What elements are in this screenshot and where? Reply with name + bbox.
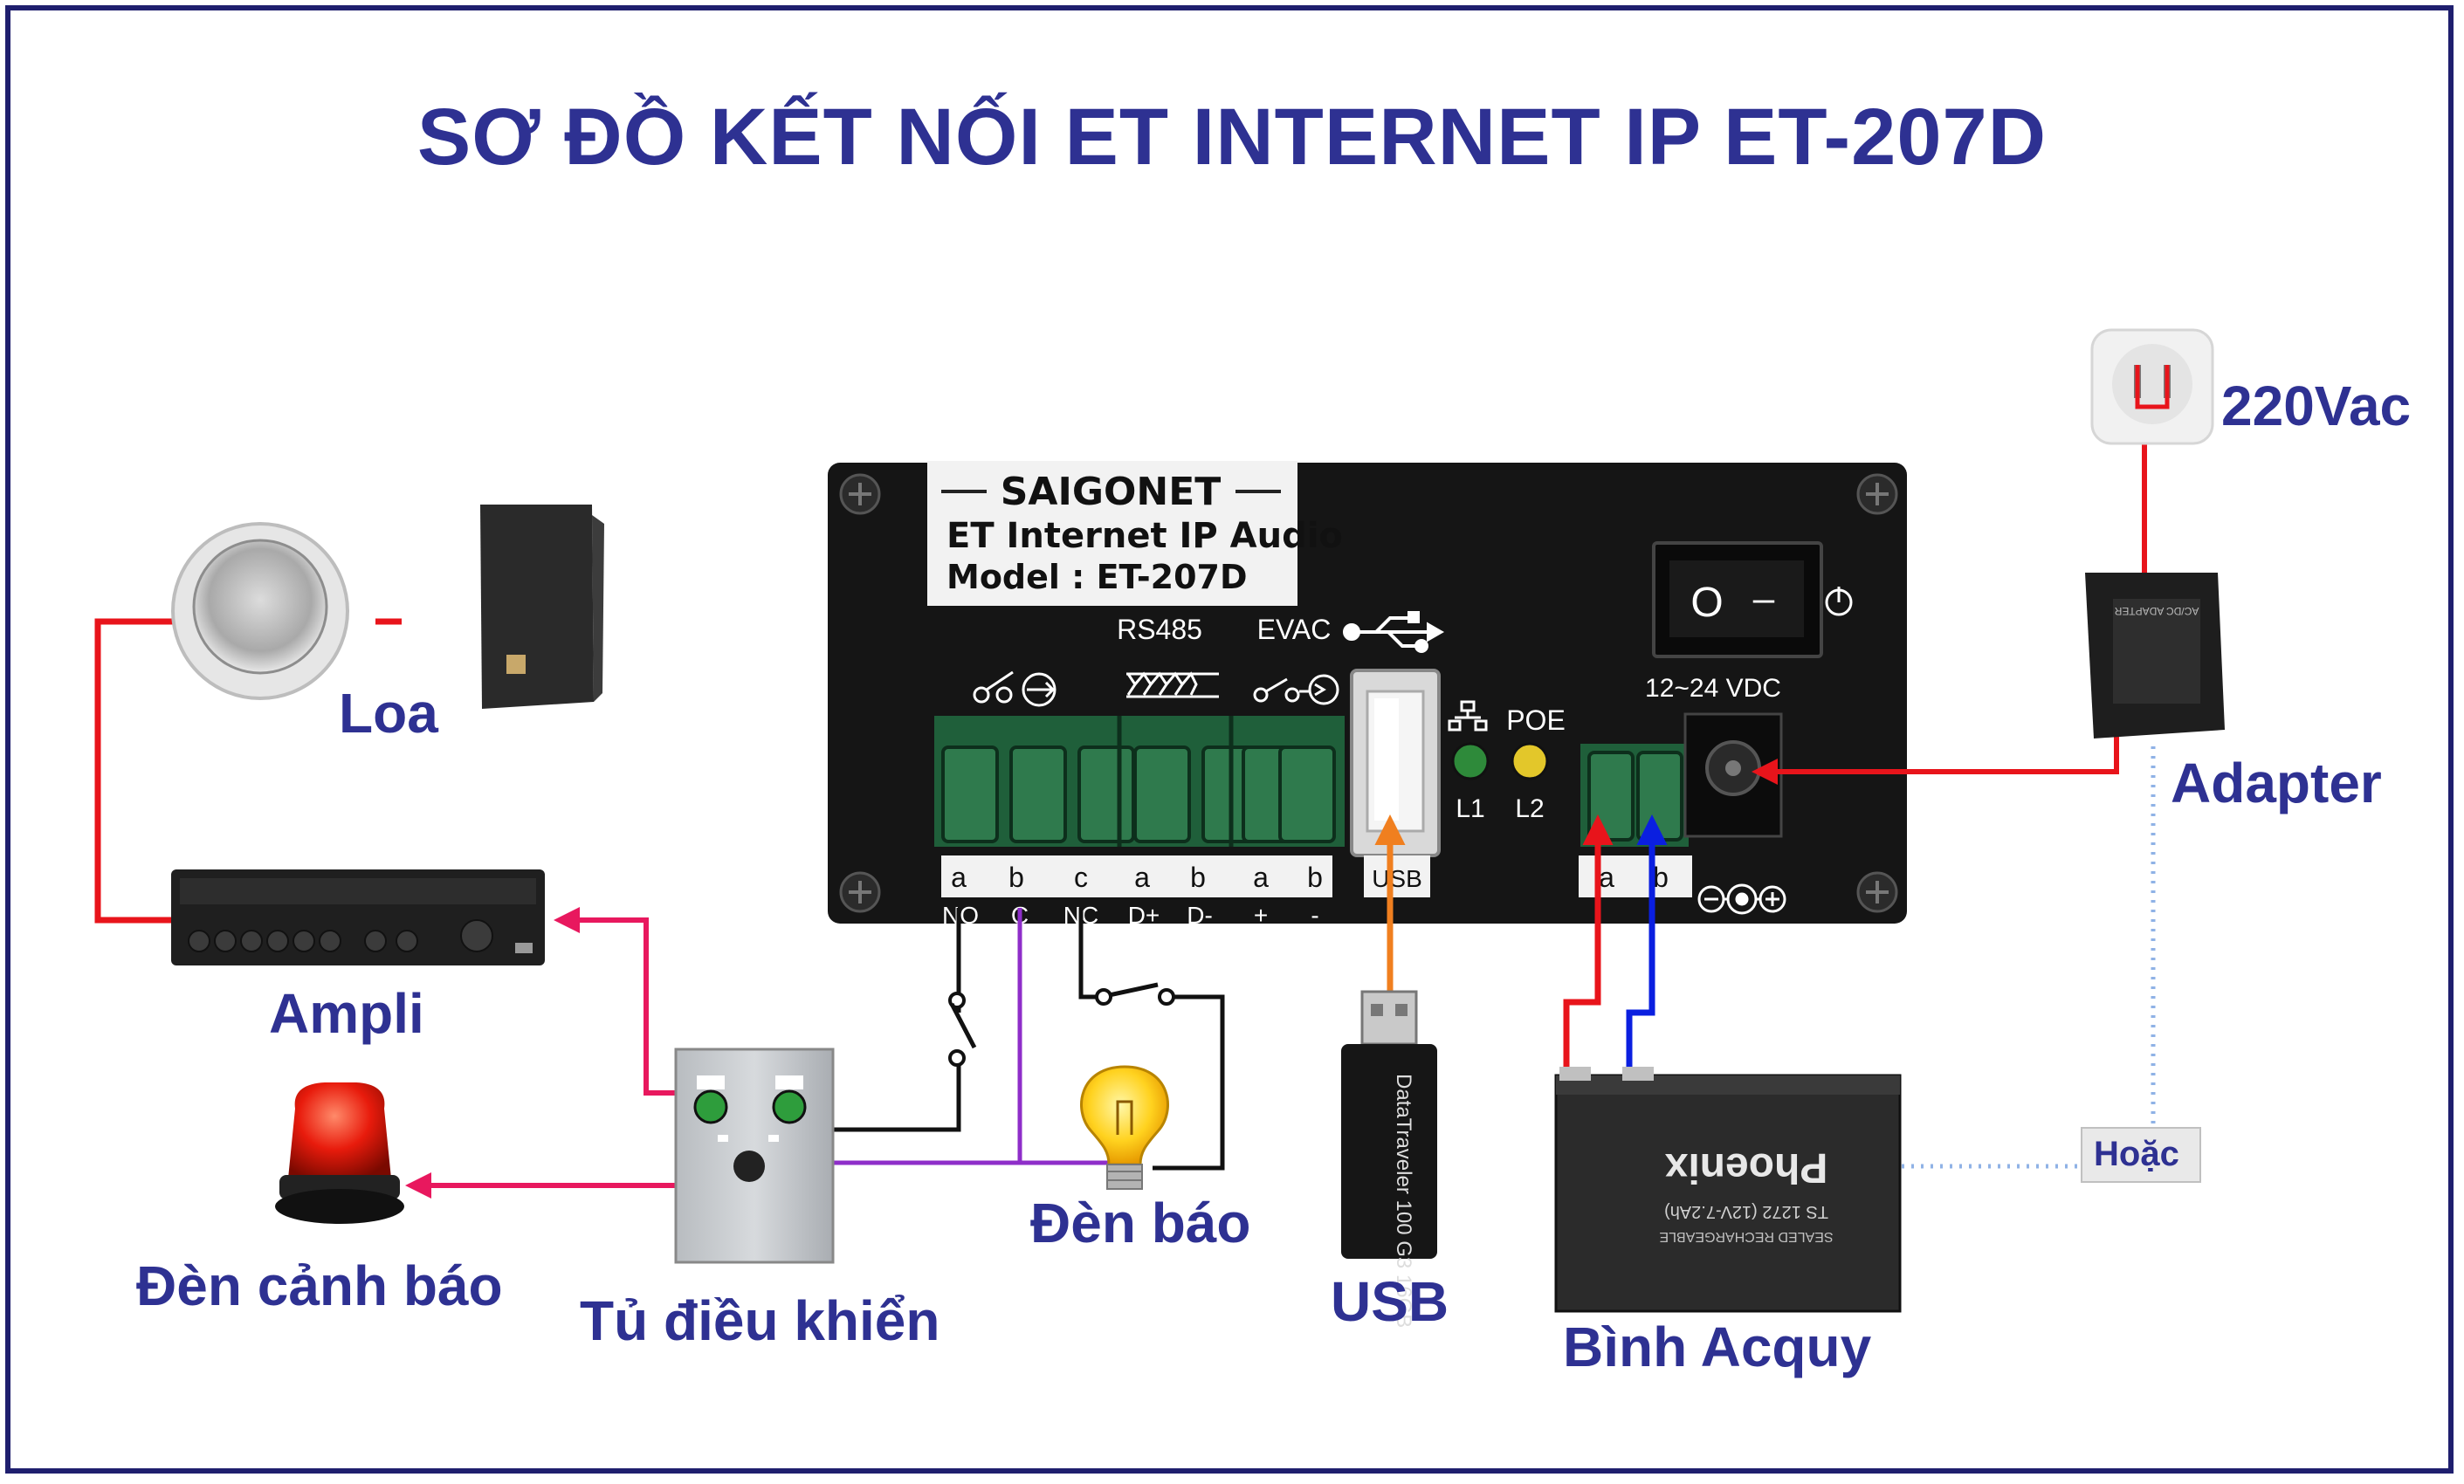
or-label-box (2081, 1127, 2201, 1183)
selector-knob (733, 1151, 765, 1182)
diagram-border (5, 5, 2454, 1474)
pin-rs485-dplus: D+ (1128, 902, 1160, 929)
amplifier (171, 869, 545, 965)
adapter-marking: AC/DC ADAPTER (2114, 605, 2199, 617)
control-box (674, 1048, 835, 1264)
pin-relay-b: b (1008, 862, 1024, 893)
usb-symbol-icon (1343, 611, 1445, 653)
usb-drive-model: DataTraveler 100 G3 16GB (1392, 1074, 1415, 1328)
wall-speaker (480, 505, 604, 709)
pin-evac-b: b (1307, 862, 1323, 893)
power-adapter: AC/DC ADAPTER (2085, 573, 2225, 739)
network-icon (1448, 700, 1488, 732)
et-207d-device: SAIGONET ET Internet IP Audio Model : ET… (828, 461, 1907, 929)
pin-relay-c: c (1074, 862, 1088, 893)
label-den-bao: Đèn báo (1030, 1192, 1251, 1254)
control-on-button-2 (772, 1089, 807, 1124)
pin-rs485-b: b (1190, 862, 1206, 893)
switch-contact-icon (949, 1002, 977, 1049)
wall-socket (2090, 328, 2214, 445)
pin-relay-a: a (951, 862, 967, 893)
device-product: ET Internet IP Audio (946, 516, 1343, 556)
rs485-symbol-icon (1126, 671, 1219, 698)
evac-caption: EVAC (1257, 614, 1332, 645)
device-brand: SAIGONET (1001, 470, 1222, 514)
relay-symbol-icon (973, 670, 1056, 707)
battery-line2: SEALED RECHARGEABLE (1659, 1229, 1833, 1244)
pin-rs485-dminus: D- (1187, 902, 1213, 929)
pin-evac-plus: + (1254, 902, 1268, 929)
pin-strip-usb (1364, 855, 1430, 897)
label-loa: Loa (339, 682, 438, 745)
wire-adapter-dc (1752, 737, 2119, 785)
model-label-plate (927, 461, 1297, 606)
pin-usb: USB (1372, 865, 1422, 892)
pin-strip-signal (941, 855, 1332, 897)
label-adapter: Adapter (2171, 752, 2382, 814)
wire-battery-plus (1563, 814, 1614, 1074)
rs485-caption: RS485 (1117, 614, 1202, 645)
label-220vac: 220Vac (2221, 374, 2412, 437)
battery-brand: Phoenix (1664, 1144, 1827, 1191)
power-icon (1825, 587, 1853, 616)
usb-flash-drive: DataTraveler 100 G3 16GB (1341, 990, 1437, 1328)
wire-control-ampli (554, 907, 676, 1096)
led2-caption: L2 (1515, 794, 1544, 823)
warning-beacon (275, 1082, 404, 1224)
battery: Phoenix TS 1272 (12V-7.2Ah) SEALED RECHA… (1554, 1067, 1902, 1313)
label-hoac: Hoặc (2094, 1135, 2179, 1173)
light-bulb-icon (1080, 1065, 1169, 1190)
label-tu-dieu-khien: Tủ điều khiển (580, 1289, 940, 1352)
led-l1 (1451, 742, 1490, 780)
led1-caption: L1 (1456, 794, 1484, 823)
pin-power-b: b (1653, 862, 1669, 893)
pin-power-a: a (1599, 862, 1614, 893)
pin-evac-minus: - (1311, 902, 1318, 929)
pin-evac-a: a (1253, 862, 1269, 893)
diagram-title: SƠ ĐỒ KẾT NỐI ET INTERNET IP ET-207D (416, 93, 2048, 182)
wire-speaker-ampli (94, 618, 175, 924)
power-input-caption: 12~24 VDC (1645, 674, 1781, 703)
switch-off-mark: – (1753, 577, 1775, 620)
label-usb: USB (1331, 1270, 1449, 1333)
wire-relay-c (831, 908, 1022, 1165)
screw-icon (839, 473, 1898, 913)
wire-relay-nc (1078, 908, 1097, 1000)
dc-polarity-icon (1697, 883, 1786, 915)
led-l2 (1511, 742, 1549, 780)
control-on-button-1 (693, 1089, 728, 1124)
label-binh-acquy: Bình Acquy (1563, 1316, 1872, 1378)
switch-on-mark: O (1690, 580, 1723, 626)
evac-symbol-icon (1253, 674, 1339, 705)
label-den-canh-bao: Đèn cảnh báo (136, 1254, 503, 1317)
ceiling-speaker (171, 522, 349, 700)
wire-battery-minus (1626, 814, 1668, 1074)
poe-caption: POE (1506, 704, 1566, 736)
pin-rs485-a: a (1134, 862, 1150, 893)
label-ampli: Ampli (269, 982, 424, 1045)
battery-spec: TS 1272 (12V-7.2Ah) (1664, 1202, 1828, 1221)
device-model: Model : ET-207D (946, 558, 1248, 596)
